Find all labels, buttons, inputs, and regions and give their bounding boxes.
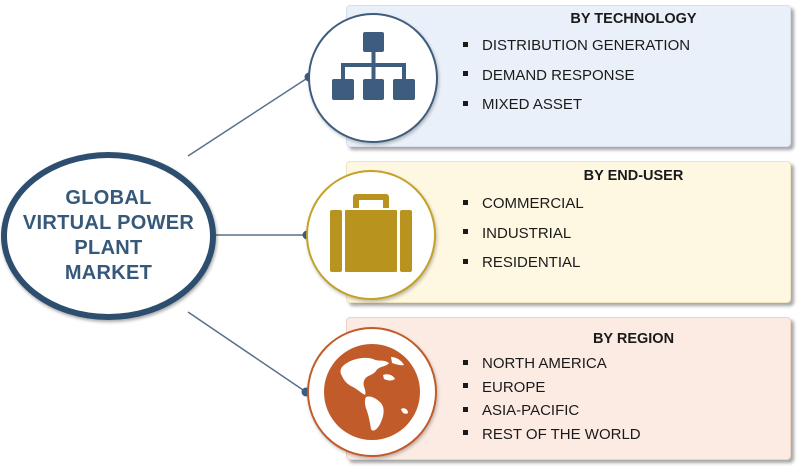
list-item: NORTH AMERICA bbox=[463, 355, 641, 379]
list-item: DEMAND RESPONSE bbox=[463, 67, 690, 97]
list-item: COMMERCIAL bbox=[463, 195, 584, 225]
bullet-icon bbox=[463, 383, 468, 389]
region-icon-ring bbox=[307, 327, 437, 457]
hub-title-line: PLANT bbox=[74, 237, 143, 259]
hub-title-line: GLOBAL bbox=[65, 187, 152, 209]
hub-title-line: VIRTUAL POWER bbox=[22, 212, 195, 234]
list-item: ASIA-PACIFIC bbox=[463, 402, 641, 426]
list-item: EUROPE bbox=[463, 379, 641, 403]
briefcase-icon bbox=[330, 194, 412, 272]
hub-title-line: MARKET bbox=[64, 262, 153, 284]
bullet-icon bbox=[463, 229, 468, 235]
bullet-icon bbox=[463, 359, 468, 365]
hierarchy-icon bbox=[332, 32, 415, 100]
bullet-icon bbox=[463, 41, 468, 47]
region-list: NORTH AMERICA EUROPE ASIA-PACIFIC REST O… bbox=[463, 355, 641, 449]
bullet-icon bbox=[463, 71, 468, 77]
end-user-icon-ring bbox=[306, 170, 436, 300]
hub-title: GLOBAL VIRTUAL POWER PLANT MARKET bbox=[23, 186, 194, 286]
technology-icon-ring bbox=[308, 13, 438, 143]
market-hub-circle: GLOBAL VIRTUAL POWER PLANT MARKET bbox=[1, 152, 216, 320]
technology-title: BY TECHNOLOGY bbox=[570, 11, 697, 27]
bullet-icon bbox=[463, 100, 468, 106]
list-item: REST OF THE WORLD bbox=[463, 426, 641, 450]
bullet-icon bbox=[463, 406, 468, 412]
list-item: RESIDENTIAL bbox=[463, 254, 584, 284]
list-item: DISTRIBUTION GENERATION bbox=[463, 37, 690, 67]
region-title: BY REGION bbox=[592, 331, 675, 347]
end-user-list: COMMERCIAL INDUSTRIAL RESIDENTIAL bbox=[463, 195, 584, 284]
list-item: MIXED ASSET bbox=[463, 96, 690, 126]
end-user-title: BY END-USER bbox=[583, 168, 684, 184]
bullet-icon bbox=[463, 430, 468, 436]
bullet-icon bbox=[463, 258, 468, 264]
bullet-icon bbox=[463, 199, 468, 205]
globe-icon bbox=[324, 344, 420, 440]
technology-list: DISTRIBUTION GENERATION DEMAND RESPONSE … bbox=[463, 37, 690, 126]
list-item: INDUSTRIAL bbox=[463, 225, 584, 255]
